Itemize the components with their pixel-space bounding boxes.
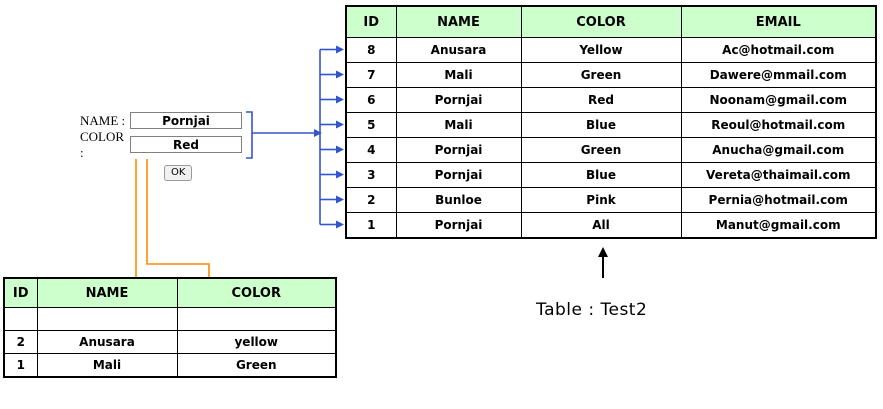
cell-name: Mali (395, 62, 522, 88)
name-field-row: NAME : (80, 112, 255, 129)
cell-name: Pornjai (395, 137, 522, 163)
column-header-color: COLOR (176, 277, 337, 308)
table-test2: ID NAME COLOR EMAIL 8 Anusara Yellow Ac@… (345, 5, 877, 239)
cell-name: Pornjai (395, 162, 522, 188)
cell-email: Pernia@hotmail.com (680, 187, 877, 213)
cell-name (36, 307, 178, 331)
table-row: 3 Pornjai Blue Vereta@thaimail.com (345, 162, 877, 188)
cell-name: Bunloe (395, 187, 522, 213)
cell-id: 2 (3, 330, 38, 354)
up-arrowhead-icon (598, 247, 608, 257)
cell-id (3, 307, 38, 331)
cell-color: Green (520, 62, 682, 88)
blue-connector-lines (246, 48, 336, 226)
cell-name: Mali (36, 353, 178, 378)
column-header-id: ID (3, 277, 38, 308)
blue-arrowheads (314, 45, 344, 229)
cell-id: 2 (345, 187, 397, 213)
cell-color: Blue (520, 112, 682, 138)
name-input[interactable] (130, 112, 242, 129)
cell-color: Green (520, 137, 682, 163)
cell-id: 1 (3, 353, 38, 378)
table-row: 6 Pornjai Red Noonam@gmail.com (345, 87, 877, 113)
table-row: 7 Mali Green Dawere@mmail.com (345, 62, 877, 88)
table-row: 8 Anusara Yellow Ac@hotmail.com (345, 37, 877, 63)
table-result: ID NAME COLOR 2 Anusara yellow 1 Mali Gr… (3, 277, 337, 378)
color-field-label: COLOR : (80, 128, 125, 160)
table-row: 1 Pornjai All Manut@gmail.com (345, 212, 877, 239)
column-header-name: NAME (395, 5, 522, 38)
table-row: 2 Bunloe Pink Pernia@hotmail.com (345, 187, 877, 213)
ok-button-row: OK (80, 160, 255, 181)
cell-color: All (520, 212, 682, 239)
cell-name: Pornjai (395, 87, 522, 113)
cell-email: Manut@gmail.com (680, 212, 877, 239)
arrowhead-right-icon (314, 129, 322, 137)
table-row: 1 Mali Green (3, 353, 337, 378)
column-header-id: ID (345, 5, 397, 38)
arrowhead-right-icon (336, 170, 344, 179)
cell-color: Yellow (520, 37, 682, 63)
color-input[interactable] (130, 136, 242, 153)
table-row-empty (3, 307, 337, 331)
table-row: 2 Anusara yellow (3, 330, 337, 354)
arrowhead-right-icon (336, 45, 344, 54)
column-header-name: NAME (36, 277, 178, 308)
cell-name: Anusara (395, 37, 522, 63)
cell-id: 7 (345, 62, 397, 88)
column-header-email: EMAIL (680, 5, 877, 38)
cell-id: 1 (345, 212, 397, 239)
table-row: 5 Mali Blue Reoul@hotmail.com (345, 112, 877, 138)
table-header-row: ID NAME COLOR EMAIL (345, 5, 877, 38)
name-field-label: NAME : (80, 112, 126, 128)
table-row: 4 Pornjai Green Anucha@gmail.com (345, 137, 877, 163)
cell-name: Anusara (36, 330, 178, 354)
cell-email: Dawere@mmail.com (680, 62, 877, 88)
arrowhead-right-icon (336, 195, 344, 204)
cell-color (176, 307, 337, 331)
cell-color: Blue (520, 162, 682, 188)
cell-color: Red (520, 87, 682, 113)
cell-id: 6 (345, 87, 397, 113)
ok-button[interactable]: OK (164, 165, 193, 181)
cell-name: Mali (395, 112, 522, 138)
cell-name: Pornjai (395, 212, 522, 239)
cell-color: Green (176, 353, 337, 378)
column-header-color: COLOR (520, 5, 682, 38)
cell-id: 5 (345, 112, 397, 138)
cell-email: Vereta@thaimail.com (680, 162, 877, 188)
arrowhead-right-icon (336, 220, 344, 229)
cell-id: 4 (345, 137, 397, 163)
arrowhead-right-icon (336, 95, 344, 104)
cell-color: yellow (176, 330, 337, 354)
cell-color: Pink (520, 187, 682, 213)
cell-id: 3 (345, 162, 397, 188)
cell-email: Ac@hotmail.com (680, 37, 877, 63)
cell-email: Noonam@gmail.com (680, 87, 877, 113)
arrowhead-right-icon (336, 120, 344, 129)
cell-email: Anucha@gmail.com (680, 137, 877, 163)
color-field-row: COLOR : (80, 129, 255, 160)
table-header-row: ID NAME COLOR (3, 277, 337, 308)
cell-id: 8 (345, 37, 397, 63)
cell-email: Reoul@hotmail.com (680, 112, 877, 138)
query-form: NAME : COLOR : OK (80, 112, 255, 181)
arrowhead-right-icon (336, 145, 344, 154)
table-test2-caption: Table : Test2 (536, 300, 648, 320)
arrowhead-right-icon (336, 70, 344, 79)
